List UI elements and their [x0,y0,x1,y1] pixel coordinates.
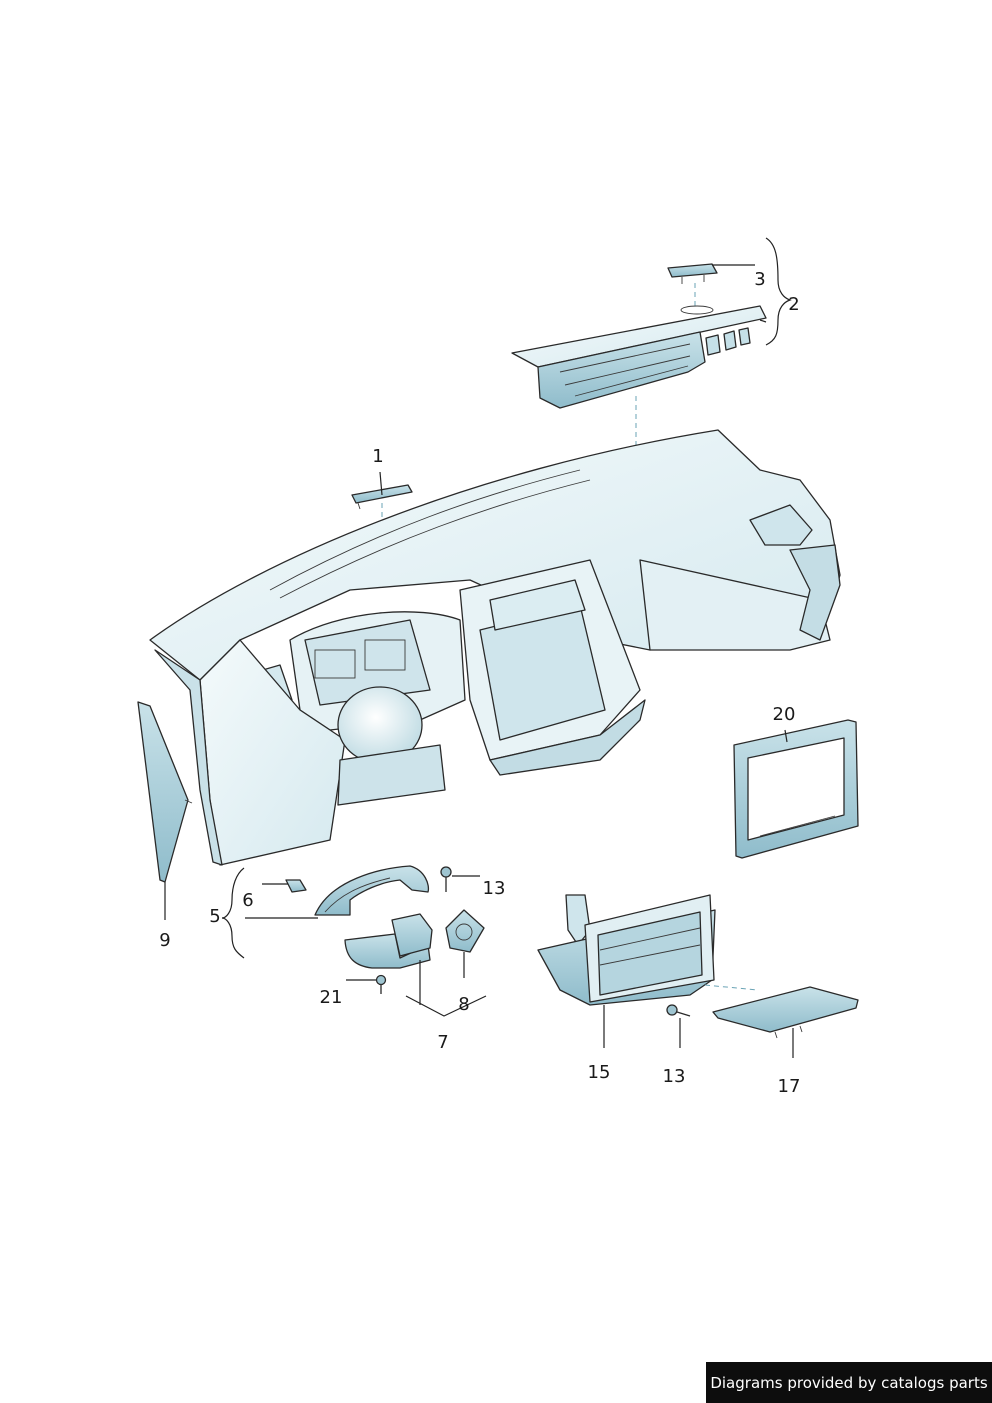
callout-13-top: 13 [483,878,506,899]
callout-2: 2 [788,294,799,315]
callout-8: 8 [458,994,469,1015]
callout-7: 7 [437,1032,448,1053]
callout-5: 5 [209,906,220,927]
part-8-lock-trim [445,909,485,953]
callout-21: 21 [320,987,343,1008]
callout-9: 9 [159,930,170,951]
part-5-upper-shroud [314,865,430,916]
callout-13-bottom: 13 [663,1066,686,1087]
screw-21 [375,974,387,994]
callout-15: 15 [588,1062,611,1083]
callout-1: 1 [372,446,383,467]
dashboard-main [149,429,841,866]
part-3-cover [667,263,718,284]
part-20-trim-frame [733,719,859,859]
callout-17: 17 [778,1076,801,1097]
leader-lines [164,237,794,1058]
callout-20: 20 [773,704,796,725]
part-2-airbag-module [511,305,767,409]
callout-3: 3 [754,269,765,290]
part-6-clip [285,879,307,893]
callout-6: 6 [242,890,253,911]
credit-banner: Diagrams provided by catalogs parts [706,1362,992,1403]
part-17-cover-plate [712,986,859,1039]
part-15-storage-compartment [537,894,716,1006]
screw-13-top [440,866,452,892]
screw-13-bottom [666,1004,691,1017]
part-7-lower-shroud [344,913,433,969]
part-9-end-cover [137,701,193,883]
